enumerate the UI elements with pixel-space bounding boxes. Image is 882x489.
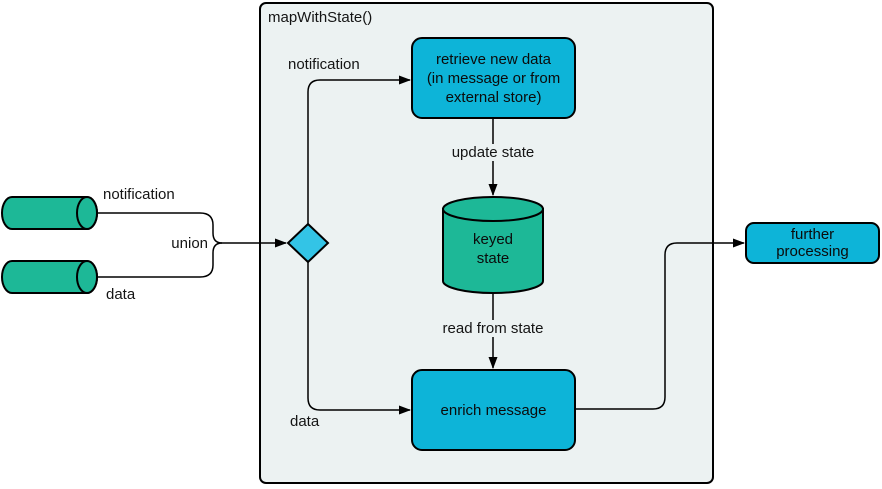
notification-edge xyxy=(307,75,411,224)
union-merge-bottom-edge xyxy=(97,242,223,278)
routing-diamond xyxy=(286,222,330,264)
enrich-message-box xyxy=(411,369,576,451)
further-processing-label: further processing xyxy=(776,226,849,260)
notification-edge-label: notification xyxy=(288,56,360,73)
read-from-state-label: read from state xyxy=(438,320,548,337)
container-title: mapWithState() xyxy=(268,9,373,26)
data-source-cylinder xyxy=(1,260,98,294)
cylinder-body xyxy=(442,208,544,294)
output-connector xyxy=(575,238,745,410)
notification-source-cylinder xyxy=(1,196,98,230)
retrieve-new-data-label: retrieve new data (in message or from ex… xyxy=(426,50,561,106)
enrich-message-label: enrich message xyxy=(440,401,547,419)
further-processing-box xyxy=(745,222,880,264)
cylinder-rim xyxy=(442,196,544,222)
notification-source-label: notification xyxy=(103,186,175,203)
update-state-label: update state xyxy=(447,144,539,161)
data-source-label: data xyxy=(106,286,136,303)
data-edge-label: data xyxy=(290,413,320,430)
union-label: union xyxy=(171,235,208,252)
keyed-state-cylinder xyxy=(442,196,544,294)
cylinder-rim xyxy=(76,196,98,230)
union-merge-top-edge xyxy=(97,212,223,244)
data-edge xyxy=(307,262,411,415)
cylinder-rim xyxy=(76,260,98,294)
keyed-state-label: keyed state xyxy=(472,231,514,267)
